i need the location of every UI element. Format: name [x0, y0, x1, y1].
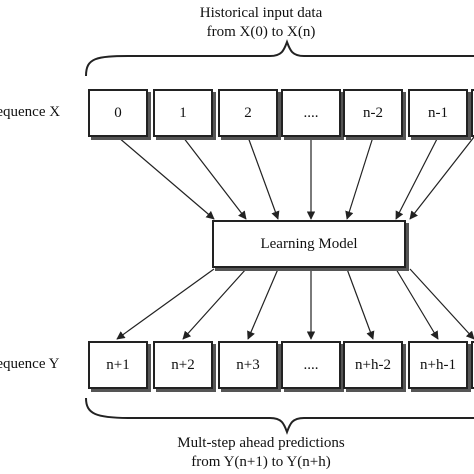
arrow-model-to-yh2: [346, 268, 375, 340]
arrow-x2-to-model: [247, 136, 280, 220]
sequence-y-cell: n+2: [153, 341, 213, 389]
sequence-x-label: Sequence X: [0, 104, 61, 120]
input-caption: Historical input data from X(0) to X(n): [24, 4, 474, 42]
sequence-x-cell: ....: [281, 89, 341, 137]
output-caption-line-1: Mult-step ahead predictions: [177, 435, 345, 451]
sequence-y-cell-partial: [471, 341, 474, 389]
output-arrows: [116, 268, 474, 340]
sequence-y-cell: n+h-1: [408, 341, 468, 389]
input-caption-line-2: from X(0) to X(n): [206, 24, 316, 40]
sequence-y-cell: ....: [281, 341, 341, 389]
arrow-model-to-y2: [182, 268, 247, 340]
sequence-x-cell-partial: [471, 89, 474, 137]
output-caption: Mult-step ahead predictions from Y(n+1) …: [24, 434, 474, 472]
sequence-y-cell: n+1: [88, 341, 148, 389]
arrow-xn1-to-model: [395, 136, 439, 220]
input-arrows: [117, 136, 474, 220]
arrow-model-to-yedge: [409, 268, 474, 340]
input-caption-line-1: Historical input data: [199, 5, 323, 21]
arrow-model-to-yh1: [395, 268, 439, 340]
input-brace: [85, 39, 474, 77]
sequence-x-cell: n-1: [408, 89, 468, 137]
sequence-y-cell: n+h-2: [343, 341, 403, 389]
arrow-xn2-to-model: [345, 136, 374, 220]
arrow-x0-to-model: [117, 136, 215, 220]
sequence-x-cell: 0: [88, 89, 148, 137]
learning-model-box: Learning Model: [212, 220, 406, 268]
sequence-y-label: Sequence Y: [0, 356, 60, 372]
sequence-y-cell: n+3: [218, 341, 278, 389]
learning-model-label: Learning Model: [260, 235, 358, 252]
arrow-x1-to-model: [182, 136, 247, 220]
sequence-x-cell: 1: [153, 89, 213, 137]
arrow-model-to-y3: [247, 268, 279, 340]
sequence-x-cell: n-2: [343, 89, 403, 137]
output-caption-line-2: from Y(n+1) to Y(n+h): [191, 454, 331, 470]
sequence-x-cell: 2: [218, 89, 278, 137]
output-brace: [85, 397, 474, 435]
arrow-xedge-to-model: [409, 136, 474, 220]
arrow-model-to-y1: [116, 268, 215, 340]
